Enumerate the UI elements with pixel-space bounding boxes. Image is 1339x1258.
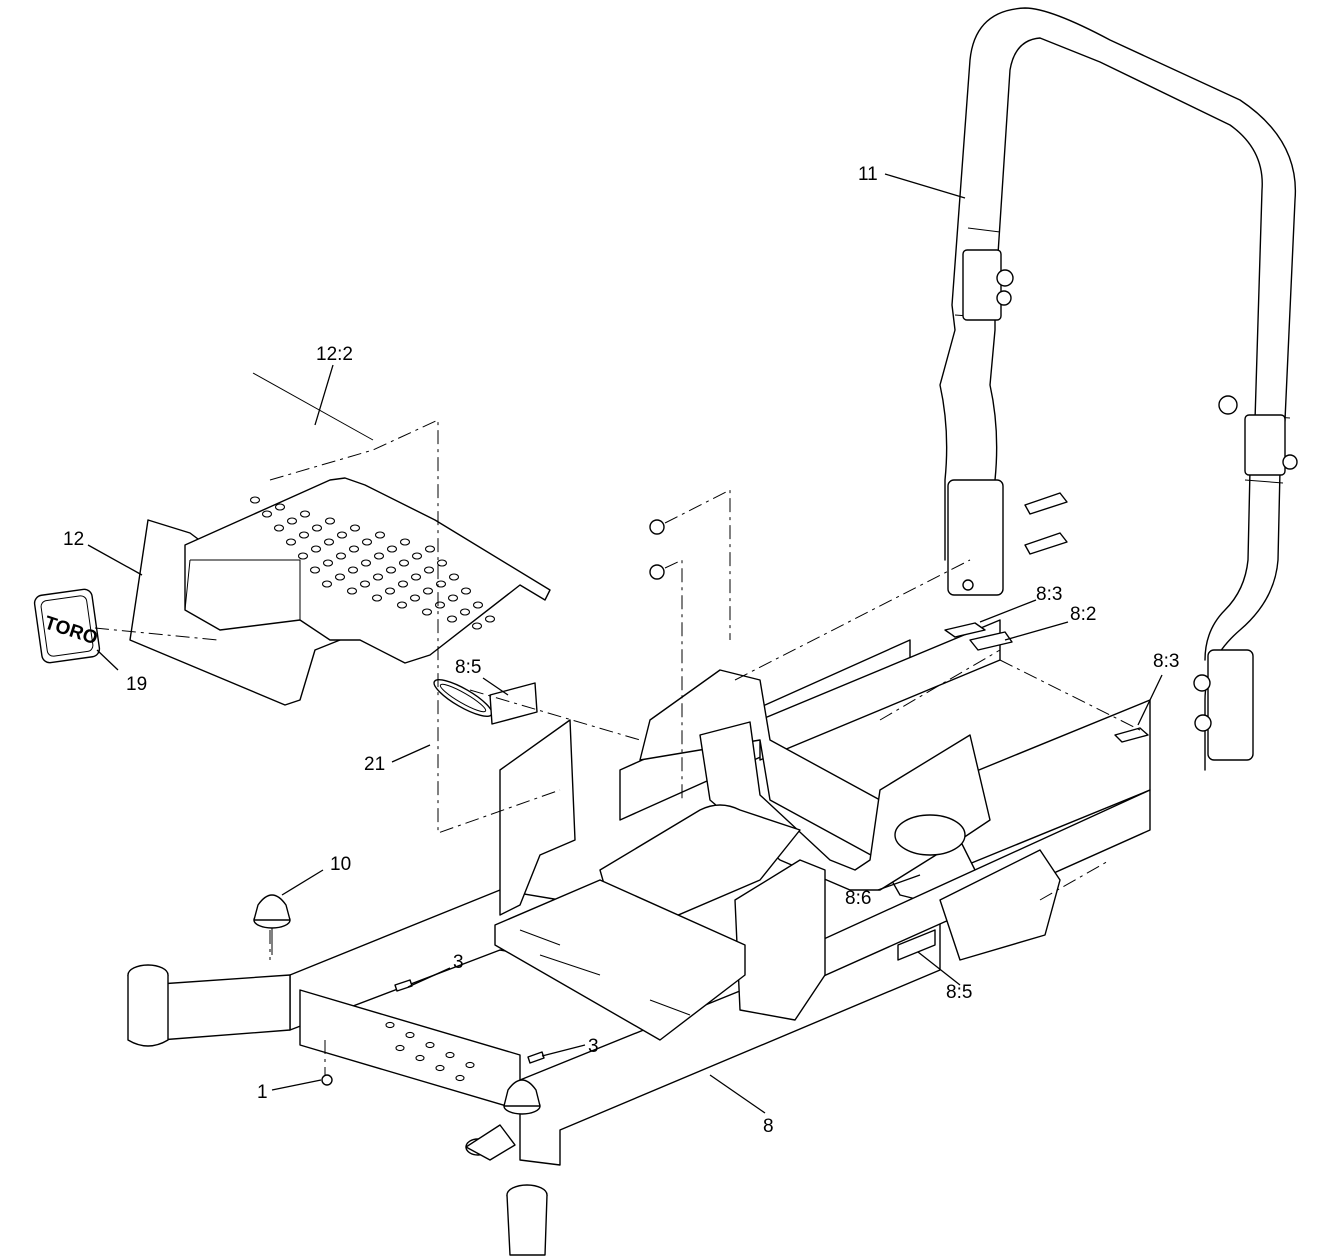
perforation-hole (346, 587, 358, 595)
perforation-hole (310, 545, 322, 553)
callout-8-2: 8:2 (1070, 604, 1096, 625)
leader-lines (87, 173, 1163, 1114)
perforation-hole (396, 601, 408, 609)
upper-nuts (649, 519, 665, 580)
perforation-hole (336, 531, 348, 539)
perforation-hole (424, 545, 436, 553)
frame-hole (405, 1031, 415, 1039)
perforation-hole (421, 608, 433, 616)
callout-11: 11 (858, 164, 878, 185)
callout-12-2: 12:2 (316, 344, 353, 365)
perforation-hole (397, 580, 409, 588)
bolt-3b (527, 1051, 545, 1064)
perforation-hole (472, 601, 484, 609)
callout-8-5-lower: 8:5 (946, 982, 972, 1003)
perforation-hole (471, 622, 483, 630)
callout-8-3-left: 8:3 (1036, 584, 1062, 605)
floor-plate (129, 477, 551, 706)
frame-hole (385, 1021, 395, 1029)
perforation-hole (311, 524, 323, 532)
frame-hole (435, 1064, 445, 1072)
callout-8-6: 8:6 (845, 888, 871, 909)
perforation-hole (359, 580, 371, 588)
perforation-hole (374, 531, 386, 539)
perforation-hole (285, 538, 297, 546)
perforation-hole (261, 510, 273, 518)
perforation-hole (384, 587, 396, 595)
perforation-hole (298, 531, 310, 539)
frame-hole (465, 1061, 475, 1069)
perforation-hole (273, 524, 285, 532)
perforation-hole (435, 580, 447, 588)
bumper-left (253, 894, 291, 955)
perforation-hole (360, 559, 372, 567)
callout-21: 21 (364, 754, 385, 775)
perforation-hole (484, 615, 496, 623)
perforation-hole (274, 503, 286, 511)
perforation-hole (422, 587, 434, 595)
decals (489, 622, 1149, 961)
perforation-hole (460, 587, 472, 595)
perforation-hole (459, 608, 471, 616)
bolt-3a (394, 979, 413, 992)
callout-1: 1 (257, 1082, 268, 1103)
main-frame (127, 619, 1151, 1256)
perforation-hole (299, 510, 311, 518)
perforation-hole (349, 524, 361, 532)
frame-hole (415, 1054, 425, 1062)
perforation-hole (297, 552, 309, 560)
callout-19: 19 (126, 674, 147, 695)
bumper-right (503, 1079, 541, 1115)
nut (321, 1074, 333, 1086)
toro-decal: TORO (33, 588, 100, 664)
perforation-hole (410, 573, 422, 581)
perforation-hole (423, 566, 435, 574)
perforation-hole (434, 601, 446, 609)
callout-8-5-upper: 8:5 (455, 657, 481, 678)
perforation-hole (334, 573, 346, 581)
perforation-hole (447, 594, 459, 602)
frame-hole (395, 1044, 405, 1052)
roll-bar (939, 7, 1298, 771)
callout-3-lower: 3 (588, 1036, 599, 1057)
callout-8-3-right: 8:3 (1153, 651, 1179, 672)
perforation-hole (323, 538, 335, 546)
perforation-hole (373, 552, 385, 560)
frame-hole (425, 1041, 435, 1049)
perforation-hole (399, 538, 411, 546)
phantom-lines (94, 419, 1141, 1075)
perforation-hole (324, 517, 336, 525)
callout-8: 8 (763, 1116, 774, 1137)
perforation-hole (386, 545, 398, 553)
perforation-hole (335, 552, 347, 560)
perforation-hole (372, 573, 384, 581)
frame-holes (385, 1021, 475, 1082)
perforation-hole (347, 566, 359, 574)
callout-12: 12 (63, 529, 84, 550)
perforation-hole (436, 559, 448, 567)
perforation-hole (286, 517, 298, 525)
perforation-hole (348, 545, 360, 553)
perforation-hole (309, 566, 321, 574)
grommet (433, 679, 493, 717)
frame-hole (445, 1051, 455, 1059)
frame-hole (455, 1074, 465, 1082)
perforation-hole (409, 594, 421, 602)
callout-3-upper: 3 (453, 952, 464, 973)
callout-labels: 11 12:2 12 19 8:5 21 8:3 8:2 8:3 8:6 8:5… (63, 164, 1179, 1137)
callout-10: 10 (330, 854, 351, 875)
perforation-hole (385, 566, 397, 574)
floor-plate-holes (249, 496, 496, 630)
perforation-hole (321, 580, 333, 588)
perforation-hole (448, 573, 460, 581)
perforation-hole (398, 559, 410, 567)
perforation-hole (411, 552, 423, 560)
perforation-hole (371, 594, 383, 602)
perforation-hole (249, 496, 261, 504)
perforation-hole (322, 559, 334, 567)
perforation-hole (361, 538, 373, 546)
perforation-hole (446, 615, 458, 623)
